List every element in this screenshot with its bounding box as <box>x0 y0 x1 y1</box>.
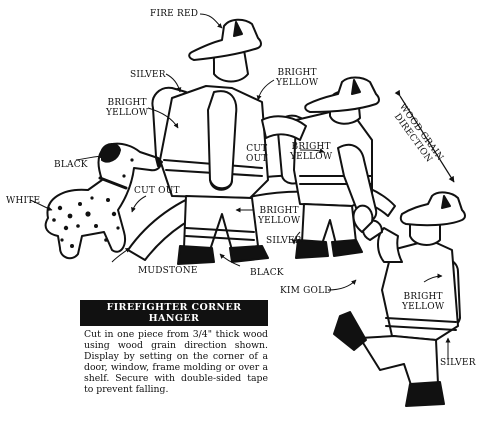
label-cut-out-body: CUT OUT <box>246 144 268 164</box>
instructions-title: FIREFIGHTER CORNER HANGER <box>80 300 268 326</box>
label-silver-bottom-right: SILVER <box>440 358 476 368</box>
leader-lines <box>29 13 451 360</box>
label-bright-yellow-right: BRIGHT YELLOW <box>402 292 445 312</box>
label-mudstone: MUDSTONE <box>138 266 198 276</box>
dalmatian-dog <box>44 142 163 260</box>
label-black-bottom: BLACK <box>250 268 284 278</box>
label-white-dog: WHITE <box>6 196 41 206</box>
instructions-box: FIREFIGHTER CORNER HANGER Cut in one pie… <box>80 300 268 395</box>
label-silver-middle: SILVER <box>266 236 302 246</box>
label-bright-yellow-left: BRIGHT YELLOW <box>106 98 149 118</box>
label-bright-yellow-top: BRIGHT YELLOW <box>276 68 319 88</box>
firefighter-middle <box>261 76 380 259</box>
firefighter-left <box>151 18 269 265</box>
label-bright-yellow-mid: BRIGHT YELLOW <box>290 142 333 162</box>
label-kim-gold: KIM GOLD <box>280 286 332 296</box>
label-fire-red: FIRE RED <box>150 9 199 19</box>
wood-grain-arrow <box>394 89 455 183</box>
label-black-dog: BLACK <box>54 160 88 170</box>
instructions-body: Cut in one piece from 3/4" thick wood us… <box>84 329 268 395</box>
label-silver-top: SILVER <box>130 70 166 80</box>
firefighter-right <box>333 191 466 407</box>
label-bright-yellow-hose: BRIGHT YELLOW <box>258 206 301 226</box>
label-cut-out-hose: CUT OUT <box>134 186 180 196</box>
